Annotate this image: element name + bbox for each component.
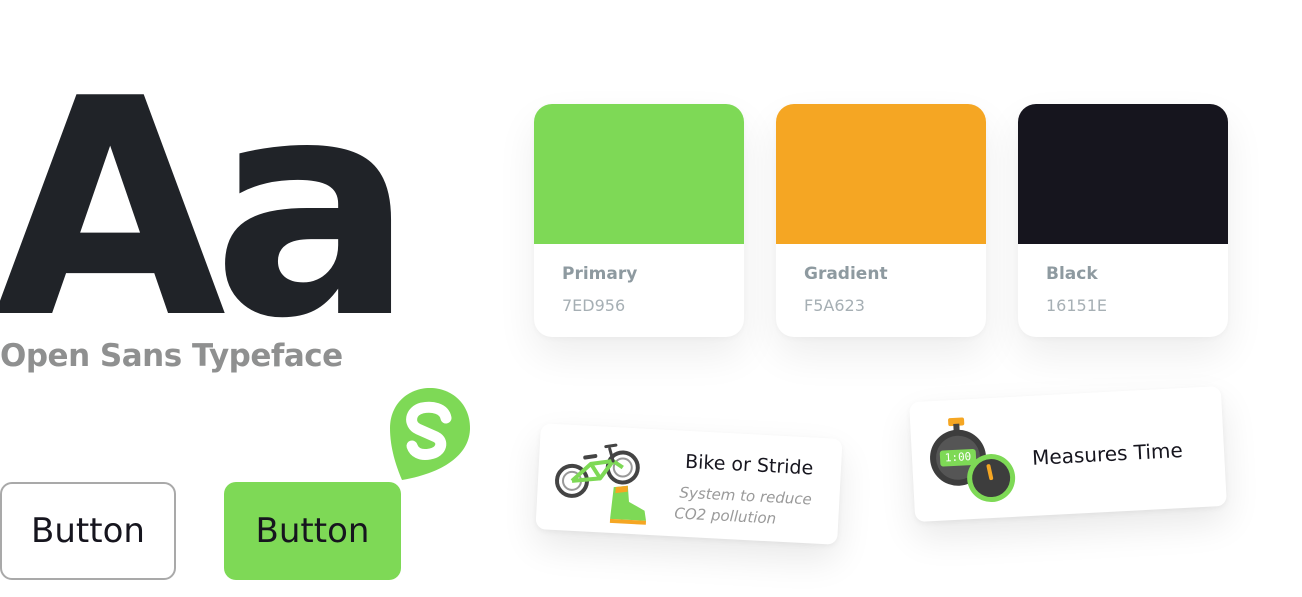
stopwatch-icon: 1:00 [926, 412, 1027, 513]
outline-button-label: Button [31, 511, 145, 551]
app-logo-icon [390, 388, 470, 480]
swatch-black-chip [1018, 104, 1228, 244]
swatch-primary-name: Primary [562, 264, 638, 284]
filled-button-label: Button [255, 511, 370, 551]
swatch-black-hex: 16151E [1046, 296, 1108, 315]
time-card-title: Measures Time [1031, 438, 1184, 470]
bike-and-shoe-icon [555, 443, 647, 525]
typeface-name: Open Sans Typeface [0, 338, 343, 374]
swatch-primary-chip [534, 104, 744, 244]
bike-card-title: Bike or Stride [684, 450, 814, 480]
stopwatch-display: 1:00 [944, 450, 972, 465]
feature-card-bike: Bike or Stride System to reduce CO2 poll… [535, 423, 843, 545]
swatch-gradient-chip [776, 104, 986, 244]
filled-button[interactable]: Button [224, 482, 401, 580]
swatch-primary-hex: 7ED956 [562, 296, 626, 315]
swatch-black-name: Black [1046, 264, 1098, 284]
swatch-gradient-name: Gradient [804, 264, 888, 284]
bike-card-subtitle-line2: CO2 pollution [673, 504, 777, 528]
swatch-primary: Primary 7ED956 [534, 104, 744, 337]
swatch-black: Black 16151E [1018, 104, 1228, 337]
swatch-gradient: Gradient F5A623 [776, 104, 986, 337]
swatch-gradient-hex: F5A623 [804, 296, 865, 315]
outline-button[interactable]: Button [0, 482, 176, 580]
typography-sample: Aa [0, 35, 415, 384]
feature-card-time: 1:00 Measures Time [909, 385, 1227, 523]
